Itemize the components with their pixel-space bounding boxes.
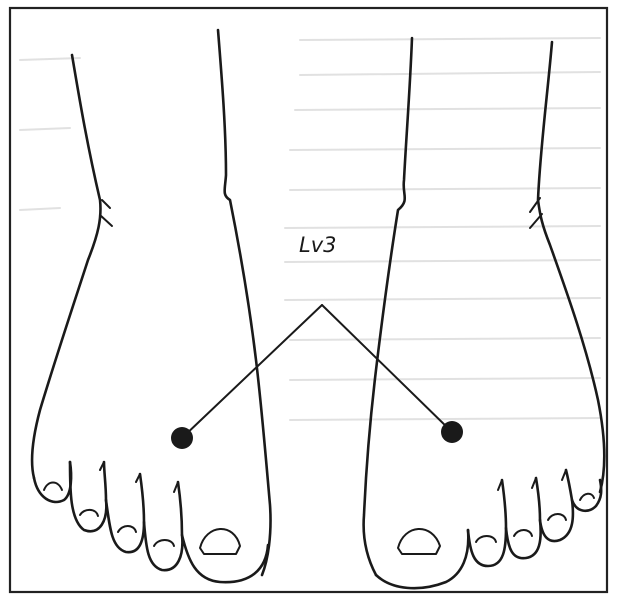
bleed-through-texture <box>20 38 600 420</box>
left-foot-drawing <box>32 30 271 582</box>
leader-lines <box>182 305 452 438</box>
acupoint-marker-left <box>171 427 193 449</box>
acupoint-marker-right <box>441 421 463 443</box>
acupoint-label: Lv3 <box>299 233 337 257</box>
right-foot-drawing <box>364 38 605 588</box>
